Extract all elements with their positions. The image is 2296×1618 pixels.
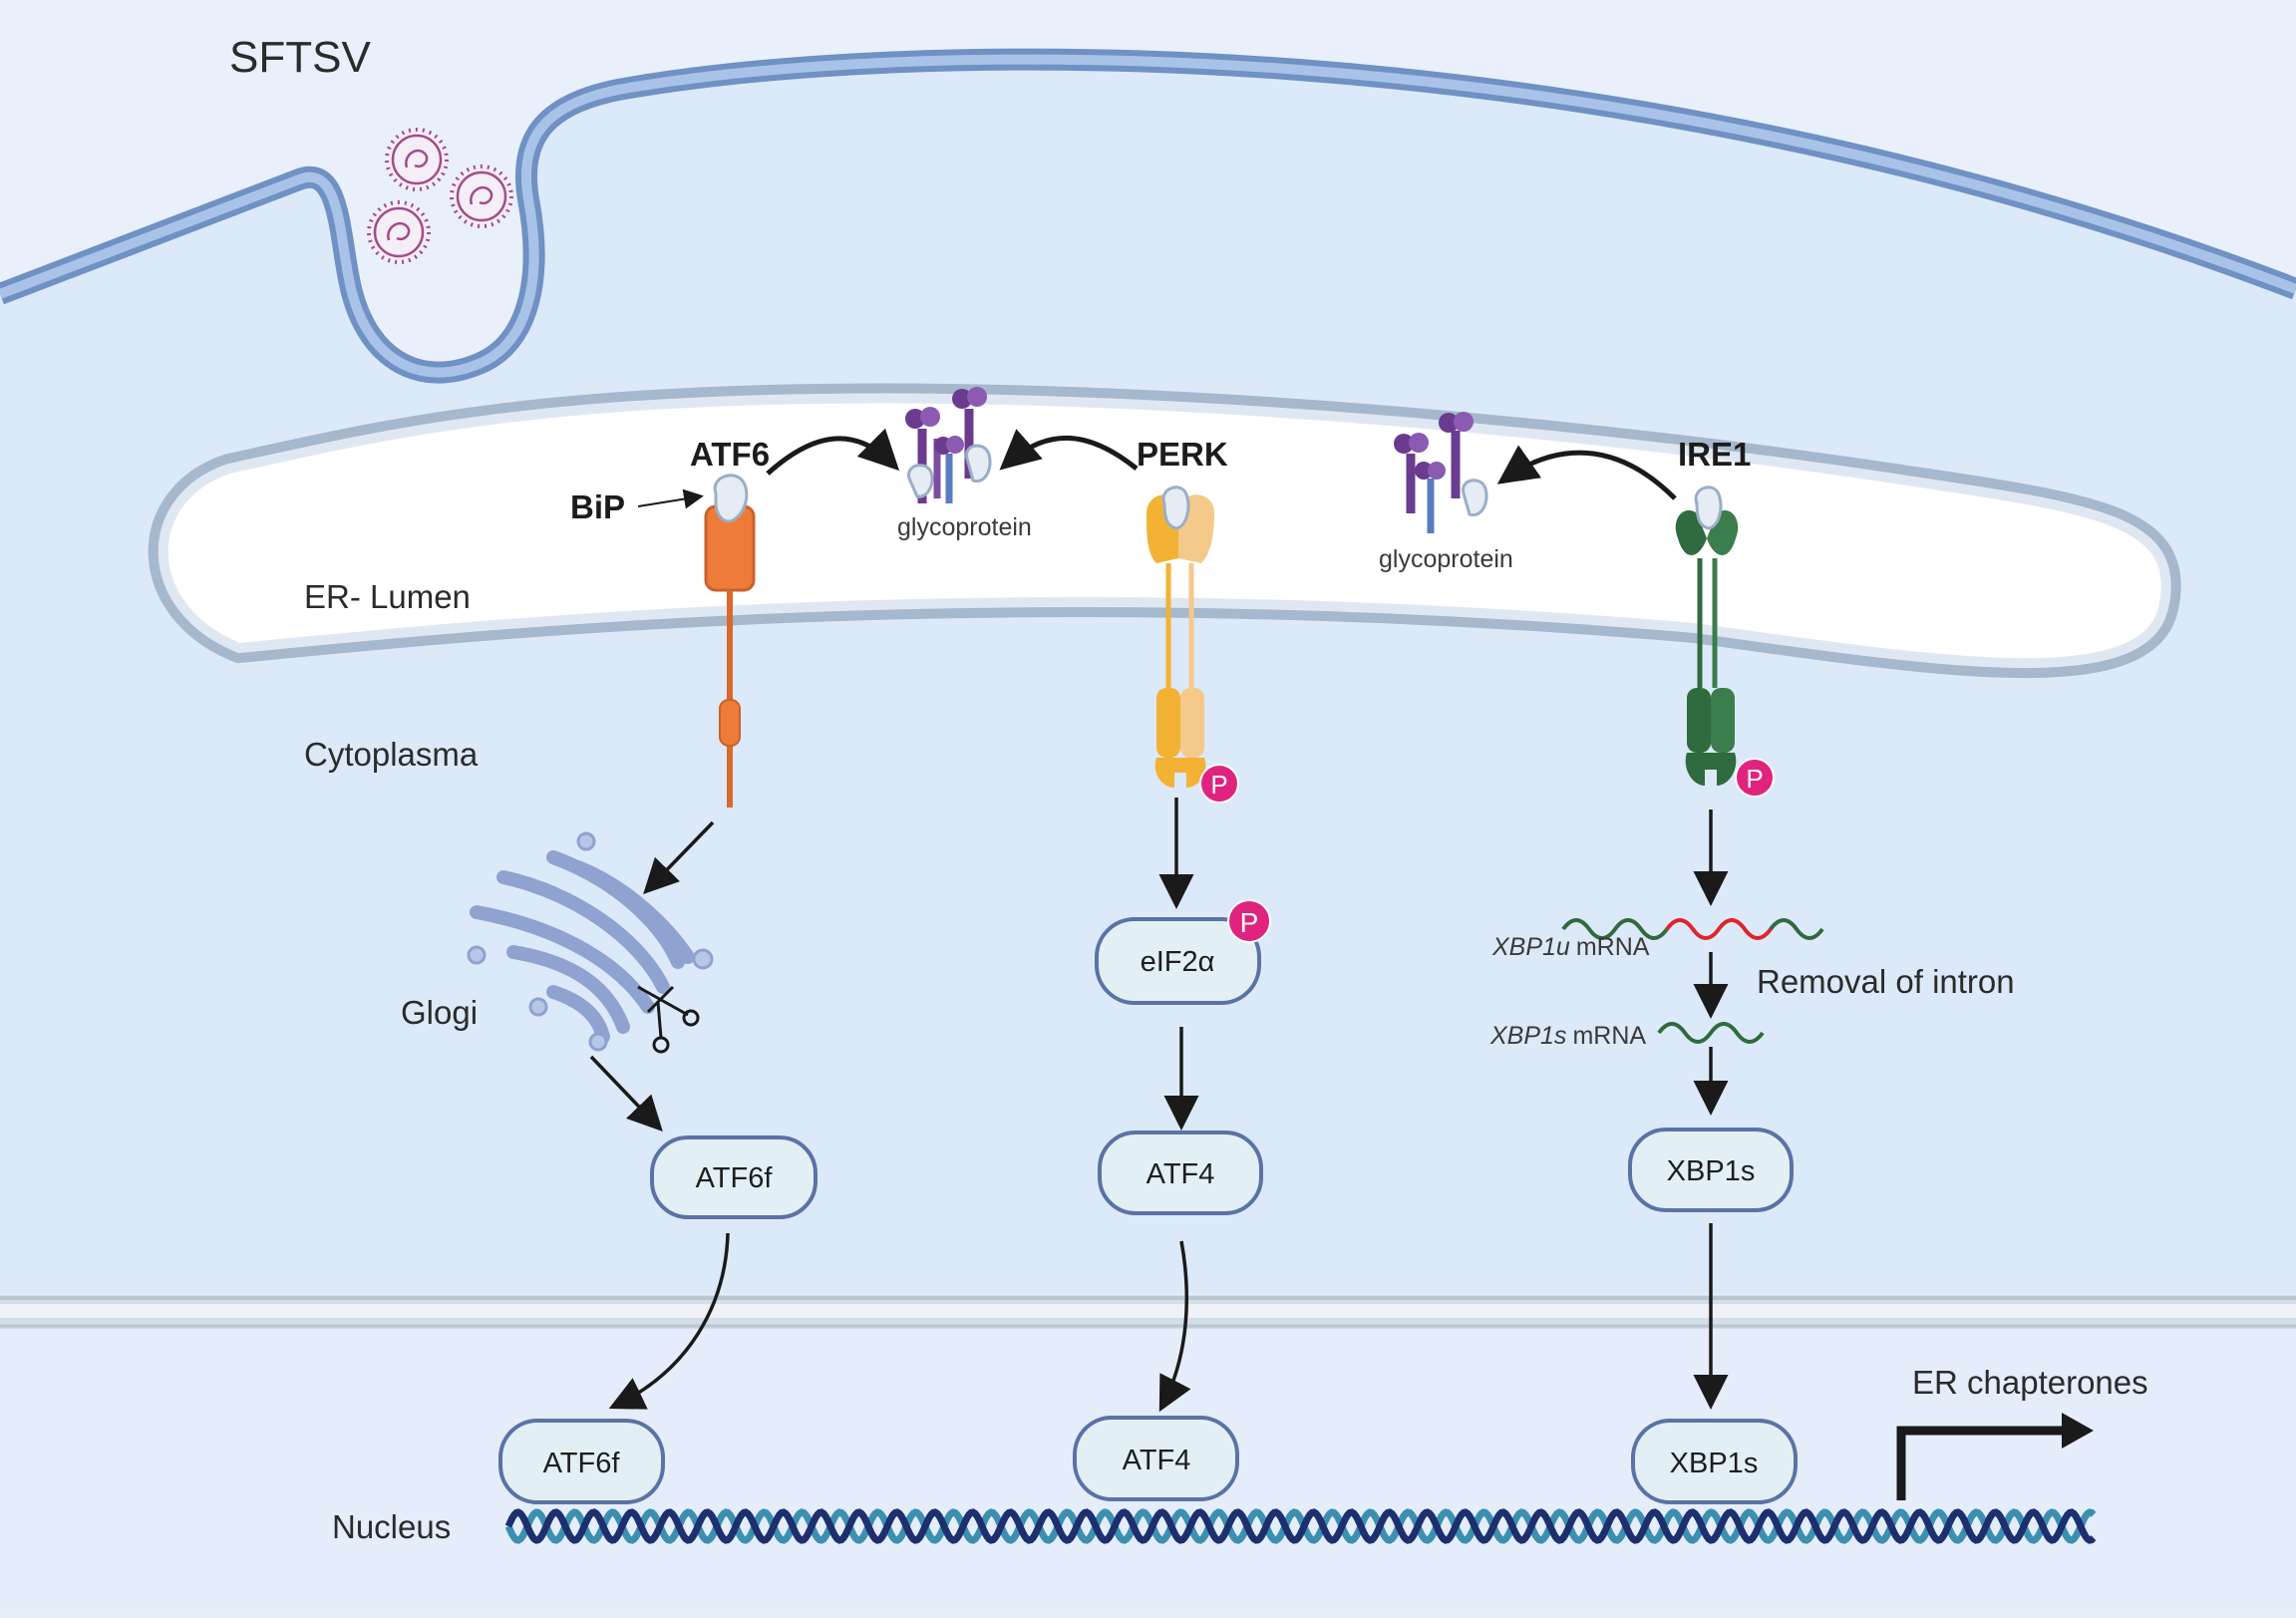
ire1-receptor [1675, 485, 1739, 786]
bip-label: BiP [570, 488, 625, 525]
perk-receptor [1147, 485, 1214, 788]
golgi-label: Glogi [401, 994, 478, 1031]
virus-icon [450, 164, 513, 228]
golgi-apparatus [470, 850, 695, 1044]
atf6-to-glycoprotein-arrow [766, 428, 900, 476]
svg-text:XBP1s: XBP1s [1670, 1448, 1759, 1479]
er-chaperones-label: ER chapterones [1912, 1364, 2148, 1401]
intron-removal-label: Removal of intron [1757, 963, 2015, 1000]
transcription-arrowhead [2062, 1413, 2094, 1449]
virus-icon [385, 128, 449, 191]
svg-text:P: P [1746, 764, 1763, 794]
bip-arrow [637, 488, 704, 509]
bip-icon [713, 474, 749, 523]
node-atf4-cyto: ATF4 [1098, 1131, 1263, 1215]
virus-particles [367, 128, 513, 264]
perk-label: PERK [1137, 436, 1228, 473]
bip-icon [965, 444, 992, 484]
glycoprotein-label-2: glycoprotein [1379, 545, 1513, 573]
perk-phospho-badge: P [1199, 764, 1239, 804]
transcription-start-arrow [1896, 1426, 2064, 1500]
bip-icon [1161, 485, 1190, 530]
atf6-receptor [704, 474, 756, 808]
nuclear-envelope [0, 1293, 2296, 1613]
er-lumen-label: ER- Lumen [304, 578, 471, 615]
atf4-to-nucleus-arrow [1158, 1240, 1191, 1413]
node-atf4-nuc: ATF4 [1073, 1416, 1239, 1501]
svg-text:ATF4: ATF4 [1123, 1445, 1191, 1476]
glycoprotein-cluster-1 [905, 387, 992, 503]
cytoplasm-label: Cytoplasma [304, 736, 479, 773]
virus-label: SFTSV [229, 33, 371, 82]
ire1-label: IRE1 [1678, 436, 1751, 473]
node-atf6f-nuc: ATF6f [498, 1419, 665, 1504]
glycoprotein-cluster-2 [1394, 412, 1488, 533]
svg-text:P: P [1240, 907, 1259, 938]
bip-icon [1462, 479, 1488, 517]
golgi-vesicles [467, 831, 714, 1052]
eif2a-phospho-badge: P [1227, 899, 1271, 943]
bip-icon [1694, 485, 1723, 530]
dna-helix [504, 1508, 2097, 1544]
atf6f-to-nucleus-arrow [608, 1232, 730, 1410]
scissors-icon [637, 985, 700, 1054]
node-atf6f-cyto: ATF6f [650, 1135, 818, 1219]
svg-text:P: P [1210, 770, 1227, 800]
svg-text:XBP1s: XBP1s [1667, 1155, 1756, 1187]
xbp1s-mrna [1657, 1022, 1765, 1044]
ire1-phospho-badge: P [1735, 758, 1775, 798]
node-xbp1s-cyto: XBP1s [1628, 1128, 1794, 1212]
atf6-to-golgi-arrow [643, 820, 715, 895]
atf6-label: ATF6 [690, 436, 770, 473]
golgi-to-atf6f-arrow [589, 1055, 663, 1133]
perk-to-glycoprotein-arrow [999, 429, 1139, 471]
nucleus-label: Nucleus [332, 1508, 451, 1545]
node-eif2a: eIF2α [1095, 917, 1261, 1005]
node-xbp1s-nuc: XBP1s [1631, 1419, 1798, 1504]
svg-text:ATF4: ATF4 [1147, 1158, 1215, 1190]
glycoprotein-label-1: glycoprotein [897, 513, 1032, 541]
virus-icon [367, 200, 431, 264]
svg-text:ATF6f: ATF6f [543, 1448, 621, 1479]
xbp1u-mrna [1561, 918, 1824, 940]
svg-text:ATF6f: ATF6f [696, 1162, 774, 1194]
svg-text:eIF2α: eIF2α [1141, 946, 1215, 978]
ire1-to-glycoprotein-arrow [1496, 445, 1677, 500]
bip-icon [907, 464, 934, 498]
